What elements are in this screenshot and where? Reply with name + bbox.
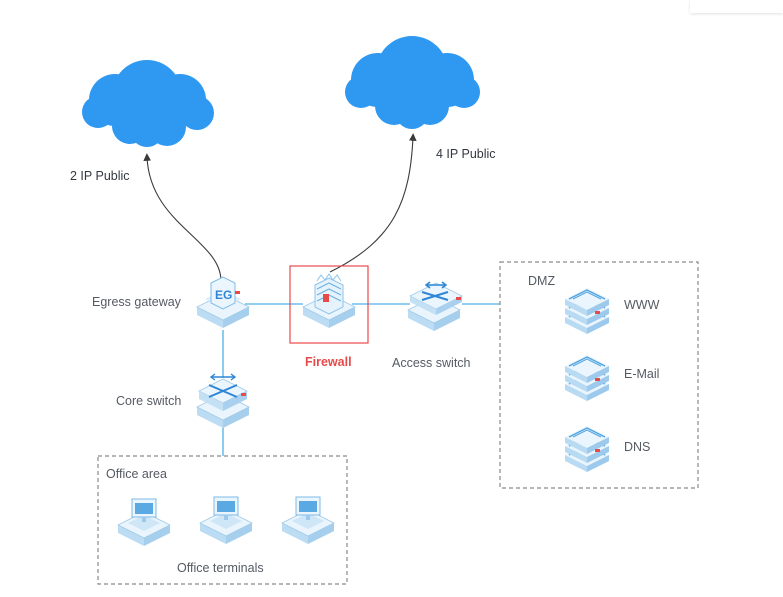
switch-device-icon[interactable] [407,281,463,332]
core-switch-label: Core switch [116,394,181,408]
desktop-terminal-icon[interactable] [118,499,170,546]
server-icon[interactable] [565,426,609,472]
office-area-label: Office area [106,467,167,481]
svg-text:EG: EG [215,288,232,302]
desktop-terminal-icon[interactable] [282,497,334,544]
dmz-label: DMZ [528,274,555,288]
server-icon[interactable] [565,355,609,401]
www-server-label: WWW [624,298,660,312]
firewall-device-icon[interactable] [302,273,356,329]
office-area-zone [97,455,348,585]
office-terminals-label: Office terminals [177,561,264,575]
cloud-icon [82,60,214,147]
gateway-device-icon[interactable]: EG [196,276,250,329]
firewall-highlight-box [289,265,369,344]
internet-right-label: 4 IP Public [436,147,496,161]
connection-arrow-right [329,133,417,273]
dmz-zone [499,261,699,489]
egress-gateway-label: Egress gateway [92,295,182,309]
email-server-label: E-Mail [624,367,659,381]
dns-server-label: DNS [624,440,650,454]
connection-arrow-left [143,153,222,283]
top-right-panel-edge [690,0,783,13]
access-switch-label: Access switch [392,356,471,370]
network-links [222,303,500,456]
internet-left-label: 2 IP Public [70,169,130,183]
core-switch-device-icon[interactable] [196,373,250,429]
cloud-icon [345,36,480,129]
desktop-terminal-icon[interactable] [200,497,252,544]
firewall-label: Firewall [305,355,352,369]
server-icon[interactable] [565,288,609,334]
